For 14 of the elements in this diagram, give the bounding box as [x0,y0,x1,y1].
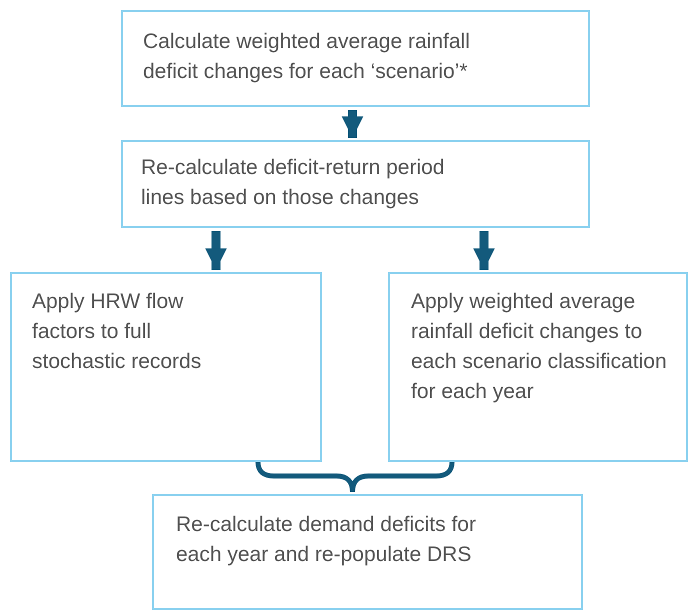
process-box [10,272,322,462]
step-text: Apply HRW flow factors to full stochastic records [32,289,202,375]
process-box [388,272,688,462]
step-text: Re-calculate demand deficits for each year and re-populate DRS [176,512,476,568]
arrow [342,110,364,138]
arrow [205,231,227,270]
process-box [121,140,590,228]
process-box [152,494,583,610]
brace-connector [350,462,454,492]
step-text: Calculate weighted average rainfall deficit changes for each ‘scenario’* [143,29,471,85]
step-text: Apply weighted average rainfall deficit changes to each scenario classification for each year [411,289,668,405]
process-box [121,10,590,107]
step-text: Re-calculate deficit-return period lines based on those changes [141,155,446,211]
arrow [473,231,495,270]
